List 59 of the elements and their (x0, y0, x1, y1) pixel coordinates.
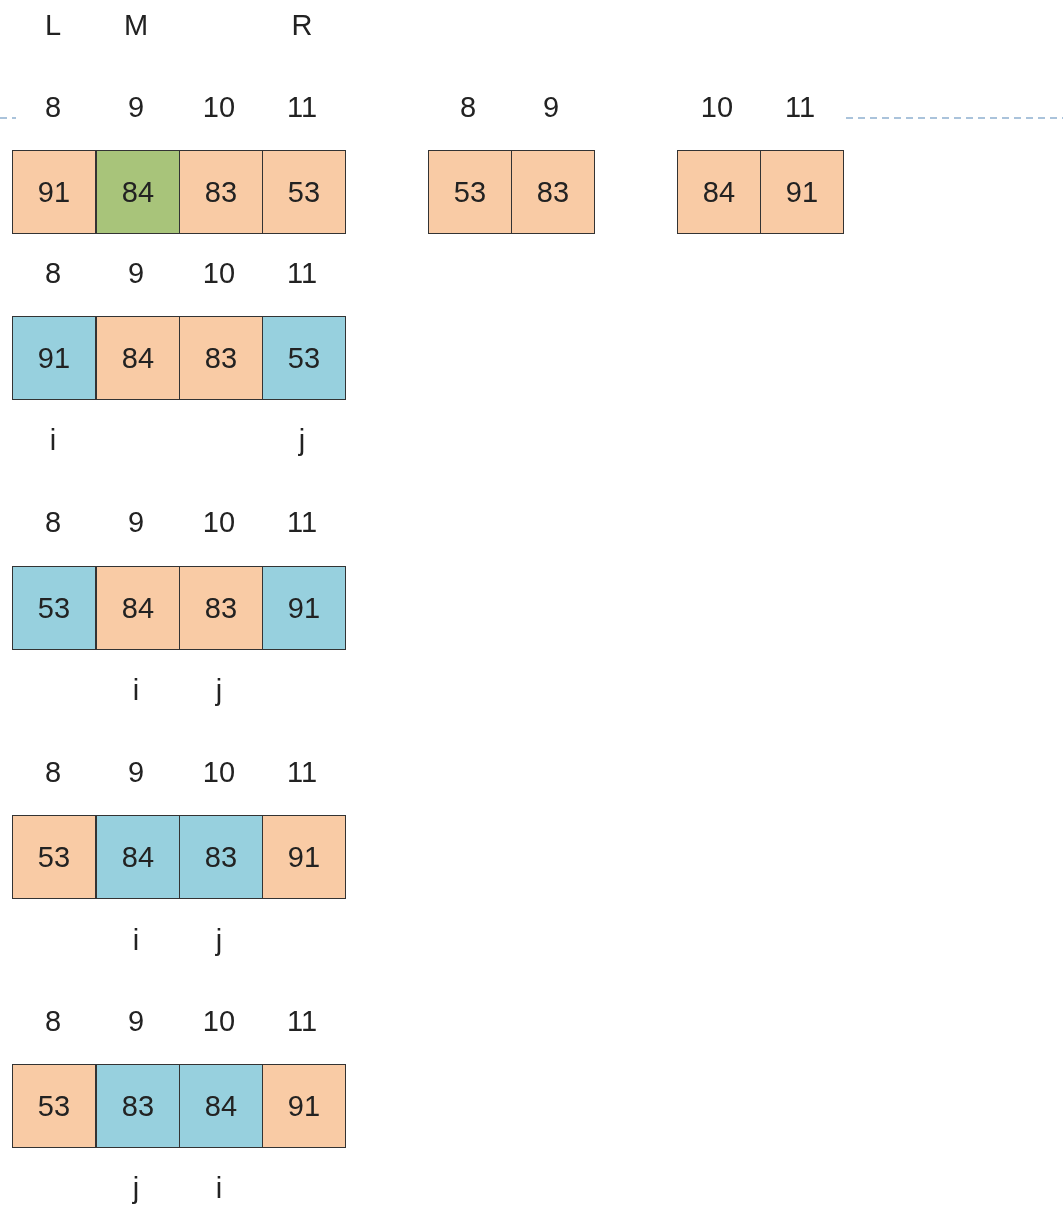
index-label: 10 (201, 755, 237, 789)
array-cell: 84 (179, 1064, 263, 1148)
pointer-label: j (131, 1171, 141, 1205)
array-cell: 53 (262, 150, 346, 234)
index-label: 8 (43, 256, 63, 290)
index-label: 8 (43, 505, 63, 539)
array-cell: 84 (96, 316, 180, 400)
array-cell: 53 (428, 150, 512, 234)
array-cell: 91 (262, 815, 346, 899)
index-label: 9 (126, 256, 146, 290)
array-cell: 91 (12, 150, 96, 234)
pointer-label: i (131, 673, 141, 707)
array-cell: 83 (179, 566, 263, 650)
index-label: 8 (43, 1004, 63, 1038)
index-label: 11 (285, 256, 319, 290)
array-cell: 84 (96, 815, 180, 899)
index-label: 11 (285, 755, 319, 789)
array-cell: 53 (12, 566, 96, 650)
index-label: 10 (201, 505, 237, 539)
pointer-label: i (214, 1171, 224, 1205)
array-cell: 53 (12, 815, 96, 899)
index-label: 9 (126, 90, 146, 124)
array-cell: 53 (262, 316, 346, 400)
array-cell: 83 (511, 150, 595, 234)
index-label: 8 (458, 90, 478, 124)
index-label: 10 (201, 90, 237, 124)
array-cell: 84 (677, 150, 761, 234)
index-label: 11 (285, 90, 319, 124)
array-cell: 91 (760, 150, 844, 234)
index-label: 10 (201, 1004, 237, 1038)
pointer-label: L (43, 8, 63, 42)
array-cell: 53 (12, 1064, 96, 1148)
index-label: 8 (43, 90, 63, 124)
array-cell: 83 (179, 815, 263, 899)
index-label: 11 (285, 505, 319, 539)
pointer-label: i (131, 923, 141, 957)
pointer-label: R (290, 8, 314, 42)
index-label: 9 (541, 90, 561, 124)
array-cell: 83 (179, 316, 263, 400)
array-cell: 91 (262, 1064, 346, 1148)
index-label: 9 (126, 755, 146, 789)
index-label: 10 (699, 90, 735, 124)
index-label: 11 (285, 1004, 319, 1038)
index-label: 9 (126, 505, 146, 539)
index-label: 10 (201, 256, 237, 290)
array-cell: 83 (96, 1064, 180, 1148)
index-label: 9 (126, 1004, 146, 1038)
array-cell: 84 (96, 566, 180, 650)
pointer-label: M (122, 8, 150, 42)
array-cell: 91 (262, 566, 346, 650)
pointer-label: j (214, 673, 224, 707)
index-label: 8 (43, 755, 63, 789)
array-cell: 83 (179, 150, 263, 234)
pointer-label: j (297, 423, 307, 457)
array-cell: 91 (12, 316, 96, 400)
array-cell: 84 (96, 150, 180, 234)
pointer-label: i (48, 423, 58, 457)
pointer-label: j (214, 923, 224, 957)
index-label: 11 (783, 90, 817, 124)
